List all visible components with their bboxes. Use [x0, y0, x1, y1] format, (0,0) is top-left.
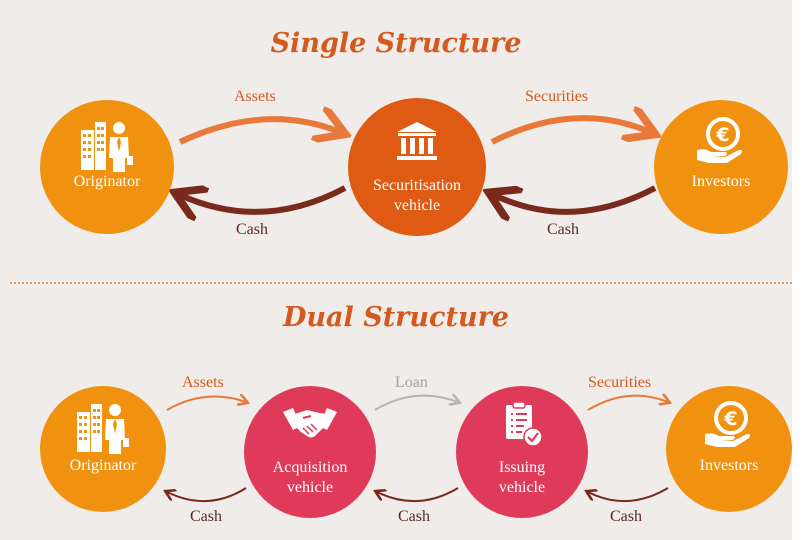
dual-cash-arrow-1: [167, 487, 247, 502]
issuing-vehicle-node: Issuing vehicle: [456, 386, 588, 518]
business-person-icon: [81, 122, 133, 172]
originator-node: Originator: [40, 100, 174, 234]
section-divider: [10, 282, 792, 284]
dual-securities-label: Securities: [588, 374, 652, 391]
right-margin: [792, 0, 803, 540]
clipboard-check-icon: [506, 401, 543, 447]
svg-text:€: €: [715, 124, 729, 146]
cash-arrow-right: [494, 188, 657, 212]
securities-label: Securities: [525, 88, 589, 105]
dual-investors-label: Investors: [699, 457, 759, 474]
dual-assets-label: Assets: [182, 374, 224, 391]
cash-label-left: Cash: [236, 221, 268, 238]
dual-cash-label-1: Cash: [190, 508, 222, 525]
dual-cash-label-2: Cash: [398, 508, 430, 525]
dual-loan-label: Loan: [395, 374, 428, 391]
cash-label-right: Cash: [547, 221, 579, 238]
euro-hand-icon: €: [705, 401, 751, 447]
securitisation-vehicle-line1: Securitisation: [373, 177, 461, 194]
assets-label: Assets: [234, 88, 276, 105]
investors-node: € Investors: [654, 100, 788, 234]
investors-label: Investors: [691, 173, 751, 190]
dual-structure-title: Dual Structure: [283, 302, 509, 333]
securitisation-vehicle-node: Securitisation vehicle: [348, 98, 486, 236]
handshake-icon: [283, 408, 337, 438]
acquisition-vehicle-line2: vehicle: [286, 479, 334, 496]
issuing-vehicle-line1: Issuing: [498, 459, 546, 476]
acquisition-vehicle-node: Acquisition vehicle: [244, 386, 376, 518]
originator-label: Originator: [73, 173, 141, 190]
single-structure-title: Single Structure: [270, 28, 522, 59]
securitisation-vehicle-line2: vehicle: [393, 197, 441, 214]
euro-hand-icon: €: [697, 117, 743, 163]
dual-investors-node: € Investors: [666, 386, 792, 512]
securities-arrow: [490, 118, 650, 145]
acquisition-vehicle-line1: Acquisition: [272, 459, 348, 476]
dual-securities-arrow: [587, 396, 668, 411]
cash-arrow-left: [180, 188, 347, 212]
dual-cash-label-3: Cash: [610, 508, 642, 525]
dual-assets-arrow: [166, 397, 246, 411]
bank-building-icon: [397, 122, 437, 160]
issuing-vehicle-line2: vehicle: [498, 479, 546, 496]
assets-arrow: [178, 119, 340, 145]
dual-originator-label: Originator: [69, 457, 137, 474]
business-person-icon: [77, 404, 129, 454]
dual-cash-arrow-3: [588, 487, 669, 502]
dual-loan-arrow: [374, 396, 458, 411]
dual-cash-arrow-2: [377, 487, 459, 502]
svg-text:€: €: [723, 408, 737, 430]
dual-originator-node: Originator: [40, 386, 166, 512]
